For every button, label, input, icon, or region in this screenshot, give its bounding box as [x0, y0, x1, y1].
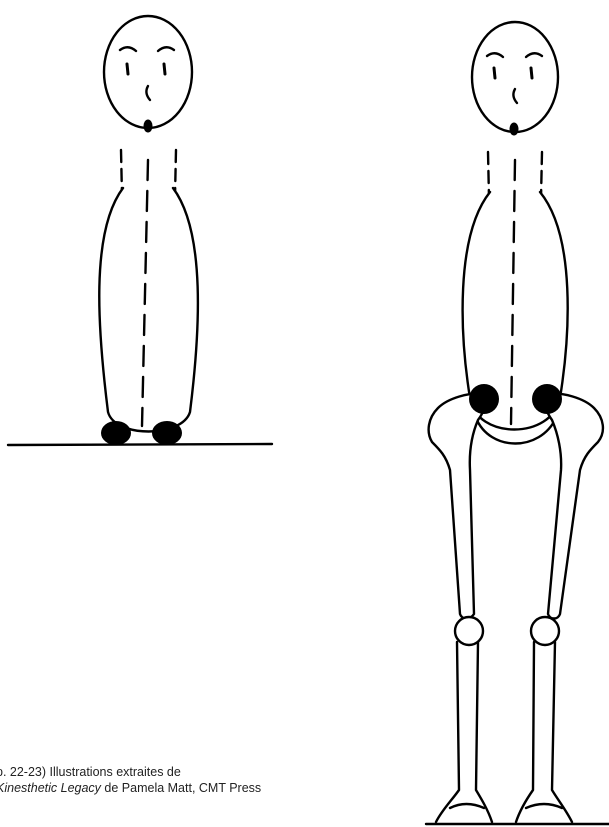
torso-l	[99, 188, 198, 432]
right-eye-r	[531, 68, 532, 78]
right-tibia	[516, 642, 572, 822]
caption-book-title: Kinesthetic Legacy	[0, 781, 101, 795]
left-eye-r	[494, 68, 495, 78]
left-eye-l	[127, 64, 128, 74]
sitting-bone-left	[101, 421, 131, 445]
right-hip-joint	[532, 384, 562, 414]
neck-right-r	[541, 152, 542, 198]
right-eye-l	[164, 64, 165, 74]
figure-without-legs	[8, 16, 272, 445]
right-knee	[531, 617, 559, 645]
head-right	[472, 22, 558, 132]
mouth-r	[510, 123, 519, 136]
caption-line-2: Kinesthetic Legacy de Pamela Matt, CMT P…	[0, 780, 440, 796]
left-tibia	[436, 642, 492, 822]
left-femur	[429, 394, 486, 619]
sitting-bone-right	[152, 421, 182, 445]
neck-left-r	[488, 152, 489, 198]
right-ankle	[526, 804, 562, 808]
left-ankle	[450, 804, 484, 808]
caption-line-1: p. 22-23) Illustrations extraites de	[0, 764, 440, 780]
mouth-l	[144, 120, 153, 133]
caption: p. 22-23) Illustrations extraites de Kin…	[0, 764, 440, 827]
figure-with-legs	[426, 22, 609, 824]
head-left	[104, 16, 192, 128]
ground-line-l	[8, 444, 272, 445]
right-femur	[546, 394, 603, 619]
caption-credit: de Pamela Matt, CMT Press	[101, 781, 261, 795]
left-knee	[455, 617, 483, 645]
left-hip-joint	[469, 384, 499, 414]
